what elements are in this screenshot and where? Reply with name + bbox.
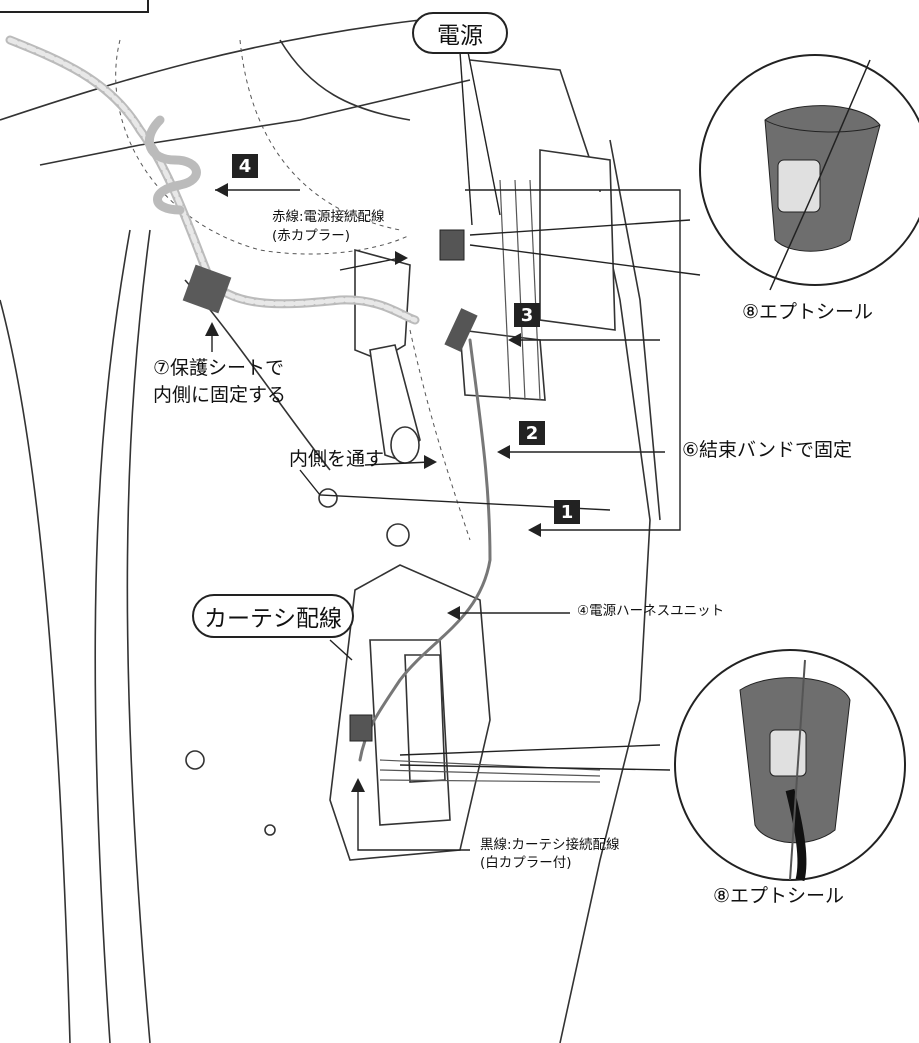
- red-wire-label-line2: (赤カプラー): [272, 228, 351, 244]
- protect-sheet-label-line2: 内側に固定する: [153, 384, 287, 406]
- zoom-circle-bottom: [674, 649, 906, 882]
- black-wire-label-line2: (白カプラー付): [480, 855, 572, 871]
- leader-lines: [211, 51, 701, 851]
- step-2-marker: 2: [519, 421, 545, 445]
- red-coupler: [439, 229, 465, 261]
- power-harness-unit: [329, 564, 491, 861]
- step-4-marker: 4: [232, 154, 258, 178]
- power-bubble: 電源: [412, 12, 508, 54]
- tie-band-label: ⑥結束バンドで固定: [682, 439, 852, 461]
- protective-sheet: [182, 264, 232, 314]
- tape-seal-label-top: ⑧エプトシール: [742, 301, 874, 323]
- harness-unit-label: ④電源ハーネスユニット: [577, 603, 725, 619]
- wire-sleeve: [444, 308, 478, 352]
- tape-seal-label-bottom: ⑧エプトシール: [713, 885, 845, 907]
- black-wire-label-line1: 黒線:カーテシ接続配線: [480, 837, 620, 853]
- step-3-marker: 3: [514, 303, 540, 327]
- pass-inside-label: 内側を通す: [289, 448, 385, 470]
- courtesy-wiring-bubble: カーテシ配線: [192, 594, 354, 638]
- pillar-outline: [0, 19, 661, 1043]
- white-coupler: [349, 714, 373, 742]
- zoom-circle-top: [699, 54, 919, 291]
- step-1-marker: 1: [554, 500, 580, 524]
- protect-sheet-label-line1: ⑦保護シートで: [153, 357, 285, 379]
- red-wire-label-line1: 赤線:電源接続配線: [272, 209, 385, 225]
- arrow-heads: [205, 183, 541, 792]
- page-frame-corner: [0, 0, 149, 13]
